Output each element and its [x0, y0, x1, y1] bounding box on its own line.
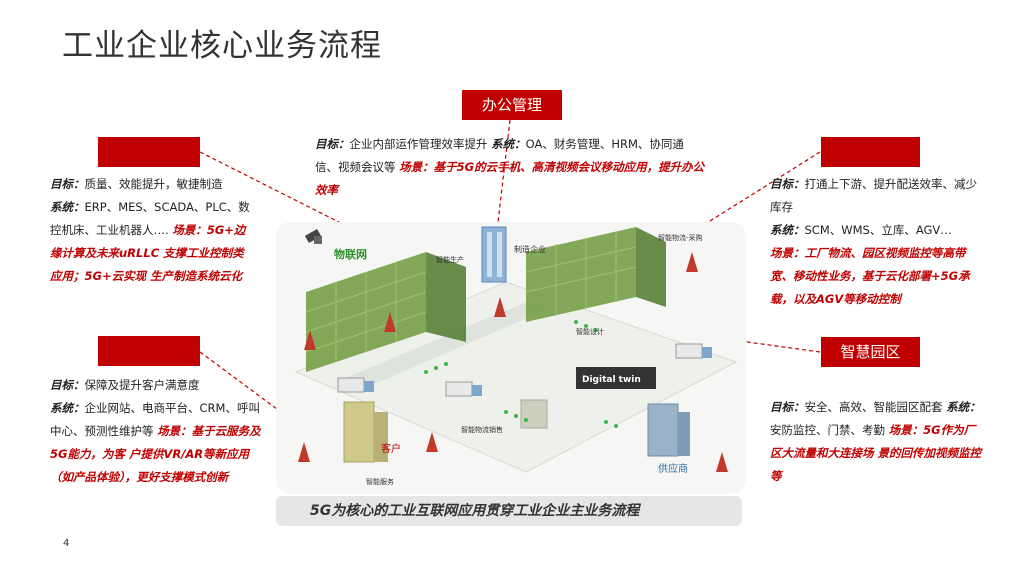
- digital-twin-panel: [576, 367, 656, 389]
- industrial-internet-illustration: 物联网 制造企业 Digital twin 客户 供应商 智能物流-采购 智能生…: [276, 222, 746, 494]
- tag-park: 智慧园区: [821, 337, 920, 367]
- tag-logistics: [821, 137, 920, 167]
- page-title: 工业企业核心业务流程: [62, 28, 382, 64]
- manufacturing-text: 目标：质量、效能提升，敏捷制造 系统：ERP、MES、SCADA、PLC、数控机…: [50, 177, 250, 283]
- label-smart-service: 智能服务: [366, 477, 394, 486]
- office-text: 目标：企业内部运作管理效率提升 系统：OA、财务管理、HRM、协同通信、视频会议…: [315, 137, 705, 197]
- supplier-building: [647, 403, 690, 457]
- label-digital-twin: Digital twin: [582, 375, 641, 385]
- satellite-icon: [304, 229, 322, 244]
- label-smart-sales: 智能物流销售: [461, 425, 503, 434]
- label-iot: 物联网: [334, 247, 367, 261]
- antenna-icons: [298, 252, 728, 472]
- label-supplier: 供应商: [658, 462, 688, 475]
- flow-dots: [424, 320, 618, 428]
- warehouse-rack-right: [525, 227, 666, 322]
- caption-text: 5G为核心的工业互联网应用贯穿工业企业主业务流程: [310, 503, 640, 519]
- warehouse-rack-left: [305, 252, 466, 372]
- warehouse-box: [520, 399, 548, 429]
- truck-1: [337, 377, 374, 393]
- caption-bar: 5G为核心的工业互联网应用贯穿工业企业主业务流程: [276, 496, 742, 526]
- truck-3: [675, 343, 712, 359]
- label-customer: 客户: [381, 442, 401, 455]
- label-factory: 制造企业: [514, 244, 546, 254]
- logistics-text: 目标：打通上下游、提升配送效率、减少库存 系统：SCM、WMS、立库、AGV… …: [770, 177, 977, 306]
- tag-manufacturing: [98, 137, 200, 167]
- factory-tower: [481, 226, 507, 283]
- tag-park-label: 智慧园区: [840, 343, 901, 361]
- page-number: 4: [63, 538, 70, 549]
- illustration-canvas: 物联网 制造企业 Digital twin 客户 供应商 智能物流-采购 智能生…: [294, 226, 738, 486]
- tag-office: 办公管理: [462, 90, 562, 120]
- tag-customer: [98, 336, 200, 366]
- label-smart-production: 智能生产: [436, 255, 464, 264]
- truck-2: [445, 381, 482, 397]
- customer-building: [343, 401, 388, 463]
- customer-text: 目标：保障及提升客户满意度 系统：企业网站、电商平台、CRM、呼叫中心、预测性维…: [50, 378, 261, 484]
- label-smart-logistics: 智能物流-采购: [658, 233, 703, 242]
- park-text: 目标：安全、高效、智能园区配套 系统：安防监控、门禁、考勤 场景：5G作为厂区大…: [770, 400, 982, 483]
- tag-office-label: 办公管理: [481, 96, 542, 114]
- label-smart-design: 智能设计: [576, 327, 604, 336]
